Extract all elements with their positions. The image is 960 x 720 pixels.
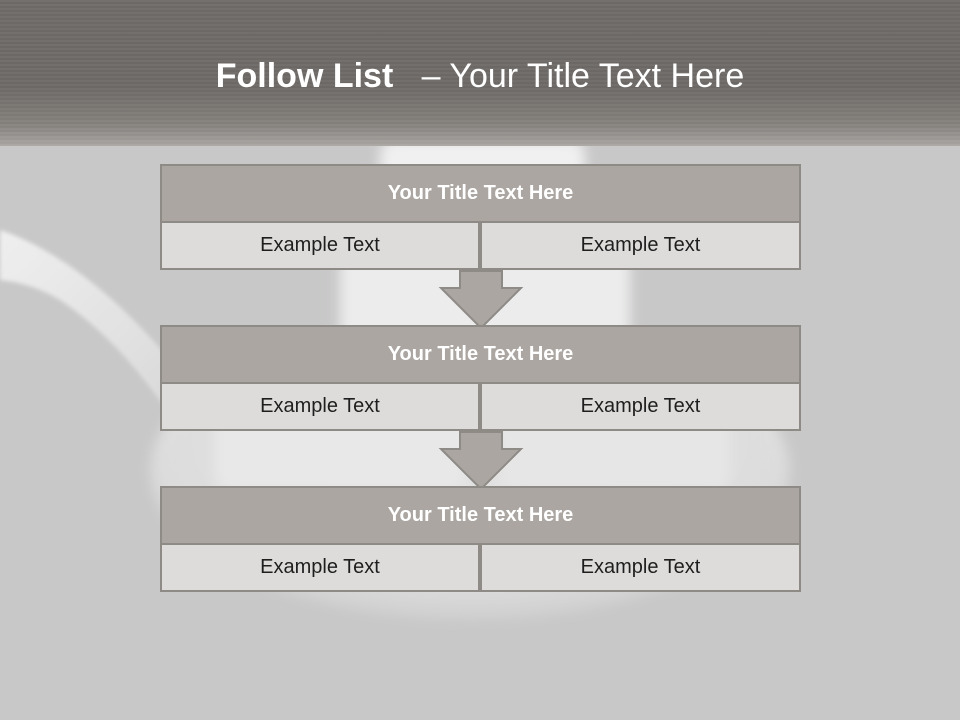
down-arrow-icon (438, 270, 524, 330)
step-right-text: Example Text (480, 221, 801, 270)
step-left-text: Example Text (160, 221, 480, 270)
header-band (0, 0, 960, 146)
slide-title-bold: Follow List (215, 57, 394, 95)
slide-title: Follow List – Your Title Text Here (0, 52, 960, 100)
step-title: Your Title Text Here (160, 164, 801, 223)
step-title: Your Title Text Here (160, 325, 801, 384)
slide-title-rest: Your Title Text Here (449, 57, 745, 95)
step-left-text: Example Text (160, 382, 480, 431)
step-right-text: Example Text (480, 543, 801, 592)
down-arrow-icon (438, 431, 524, 491)
step-title: Your Title Text Here (160, 486, 801, 545)
step-left-text: Example Text (160, 543, 480, 592)
slide-title-dash: – (421, 57, 450, 95)
step-right-text: Example Text (480, 382, 801, 431)
header-texture (0, 0, 960, 146)
